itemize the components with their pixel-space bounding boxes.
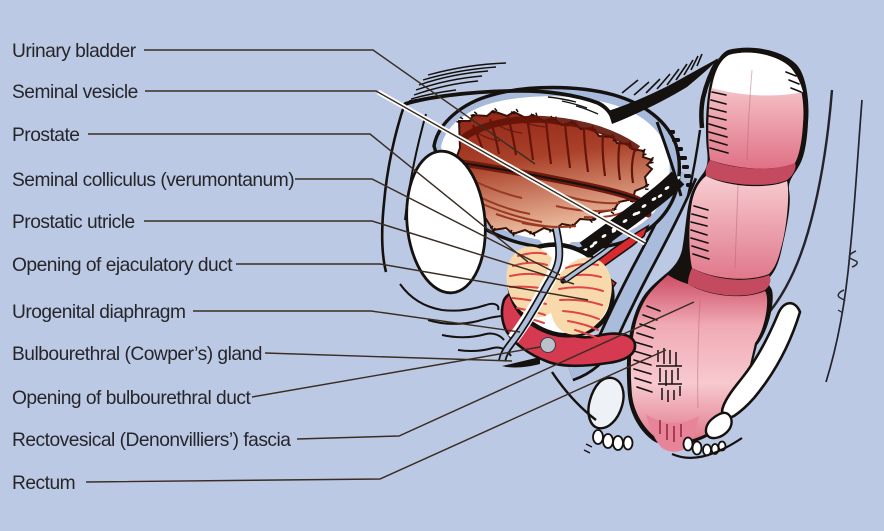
svg-text:Opening of ejaculatory duct: Opening of ejaculatory duct (12, 255, 233, 276)
svg-text:Rectum: Rectum (12, 473, 75, 494)
svg-text:Urogenital diaphragm: Urogenital diaphragm (12, 302, 185, 323)
svg-text:Rectovesical (Denonvilliers’): Rectovesical (Denonvilliers’) fascia (12, 430, 291, 451)
svg-text:Seminal vesicle: Seminal vesicle (12, 82, 138, 103)
svg-text:Urinary bladder: Urinary bladder (12, 41, 137, 62)
svg-text:Prostatic utricle: Prostatic utricle (12, 212, 135, 233)
svg-text:Bulbourethral (Cowper’s) gland: Bulbourethral (Cowper’s) gland (12, 344, 262, 365)
svg-text:Opening of bulbourethral duct: Opening of bulbourethral duct (12, 388, 251, 409)
svg-text:Prostate: Prostate (12, 125, 79, 146)
svg-text:Seminal colliculus (verumontan: Seminal colliculus (verumontanum) (12, 170, 294, 191)
